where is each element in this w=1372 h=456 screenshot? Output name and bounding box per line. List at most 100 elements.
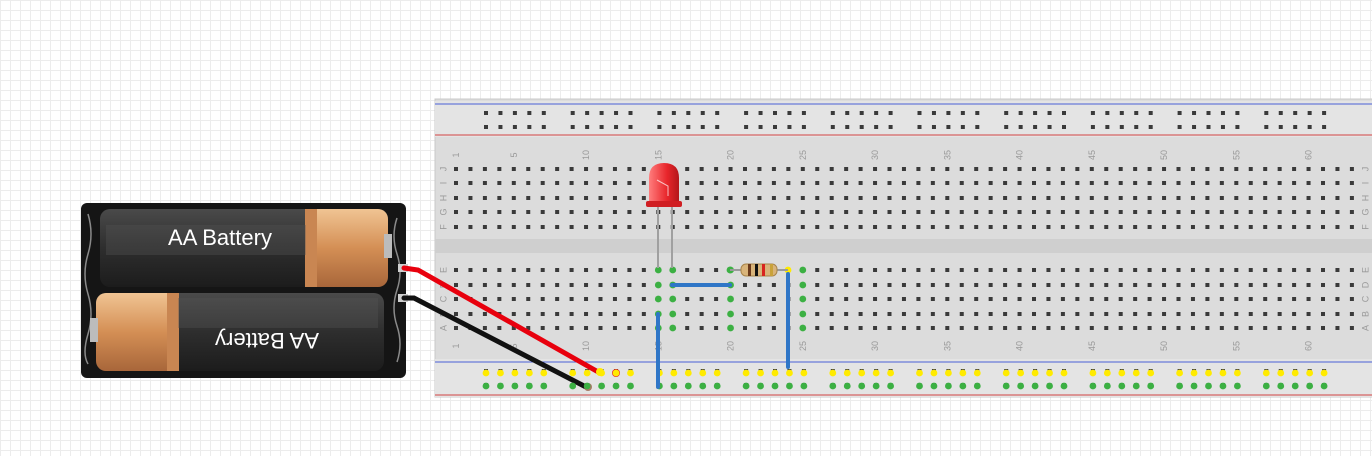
- breadboard-hole: [1176, 297, 1181, 301]
- breadboard-hole: [1032, 326, 1036, 330]
- breadboard-hole: [569, 283, 574, 287]
- column-number: 35: [942, 341, 952, 351]
- breadboard-hole: [468, 225, 473, 229]
- rail-hole-connected: [1046, 382, 1053, 390]
- breadboard-hole: [1046, 283, 1051, 287]
- rail-hole-connected: [699, 382, 707, 390]
- breadboard-hole: [612, 225, 617, 229]
- breadboard-hole: [482, 312, 487, 316]
- breadboard-hole: [1089, 196, 1094, 200]
- breadboard-hole: [1104, 283, 1109, 287]
- breadboard-hole: [1118, 312, 1123, 316]
- breadboard-hole: [627, 297, 632, 301]
- rail-hole: [1105, 125, 1110, 129]
- breadboard-hole: [1335, 225, 1340, 229]
- breadboard-hole: [1060, 181, 1065, 185]
- breadboard-hole: [555, 268, 560, 272]
- breadboard-hole: [497, 181, 502, 185]
- breadboard-hole: [526, 283, 531, 287]
- positive-wire[interactable]: [401, 265, 603, 376]
- battery-top[interactable]: AA Battery: [100, 209, 392, 287]
- battery-holder[interactable]: AA Battery AA Battery: [81, 203, 408, 378]
- rail-hole: [931, 125, 936, 129]
- breadboard-hole: [959, 167, 964, 171]
- breadboard-hole: [526, 181, 531, 185]
- breadboard-hole: [1219, 297, 1224, 301]
- breadboard-hole: [1147, 167, 1152, 171]
- rail-hole-connected: [627, 382, 634, 390]
- breadboard-hole: [1032, 181, 1036, 185]
- breadboard-hole: [786, 181, 791, 185]
- breadboard[interactable]: 1155101015152020252530303535404045455050…: [434, 98, 1372, 398]
- rail-hole: [1307, 111, 1312, 115]
- breadboard-hole: [1133, 326, 1138, 330]
- breadboard-hole: [974, 283, 979, 287]
- breadboard-hole: [641, 196, 646, 200]
- breadboard-hole: [1032, 283, 1036, 287]
- rail-hole-connected: [973, 382, 981, 390]
- breadboard-hole: [699, 312, 704, 316]
- breadboard-hole: [858, 326, 863, 330]
- breadboard-hole: [1046, 210, 1051, 214]
- column-number: 60: [1304, 341, 1314, 351]
- breadboard-hole: [714, 268, 719, 272]
- breadboard-hole: [1075, 283, 1080, 287]
- breadboard-hole: [555, 181, 560, 185]
- negative-wire[interactable]: [401, 295, 589, 390]
- breadboard-hole: [1118, 297, 1123, 301]
- breadboard-hole: [829, 283, 834, 287]
- breadboard-hole: [815, 326, 820, 330]
- breadboard-hole: [873, 268, 878, 272]
- breadboard-hole: [1277, 210, 1282, 214]
- led[interactable]: [646, 163, 682, 268]
- breadboard-hole: [858, 181, 863, 185]
- breadboard-hole: [1162, 181, 1167, 185]
- breadboard-hole: [699, 210, 704, 214]
- column-number: 40: [1015, 150, 1025, 160]
- breadboard-hole: [1147, 326, 1152, 330]
- breadboard-hole: [584, 268, 589, 272]
- breadboard-hole: [584, 225, 589, 229]
- breadboard-hole: [930, 312, 935, 316]
- breadboard-hole: [1277, 196, 1282, 200]
- breadboard-hole: [1263, 283, 1268, 287]
- breadboard-hole: [627, 268, 632, 272]
- breadboard-hole: [1133, 312, 1138, 316]
- breadboard-hole: [1017, 312, 1022, 316]
- battery-bottom[interactable]: AA Battery: [90, 293, 384, 371]
- breadboard-hole: [1060, 326, 1065, 330]
- breadboard-hole: [873, 297, 878, 301]
- column-number: 30: [870, 341, 880, 351]
- breadboard-hole: [569, 181, 574, 185]
- breadboard-hole: [1248, 283, 1253, 287]
- rail-hole-connected: [800, 369, 808, 377]
- column-hole-connected: [669, 310, 677, 318]
- column-number: 5: [509, 152, 519, 157]
- breadboard-hole: [555, 326, 560, 330]
- rail-hole-connected: [1118, 382, 1126, 390]
- resistor[interactable]: [730, 263, 788, 277]
- breadboard-hole: [1306, 268, 1311, 272]
- rail-hole: [859, 111, 864, 115]
- breadboard-hole: [959, 196, 964, 200]
- breadboard-hole: [714, 297, 719, 301]
- row-letter: I: [438, 182, 448, 185]
- breadboard-hole: [1234, 326, 1239, 330]
- jumper-wires[interactable]: [656, 272, 790, 389]
- breadboard-hole: [916, 181, 921, 185]
- breadboard-hole: [1349, 297, 1354, 301]
- breadboard-hole: [1335, 181, 1340, 185]
- breadboard-hole: [974, 210, 979, 214]
- breadboard-hole: [1248, 268, 1253, 272]
- breadboard-hole: [1075, 326, 1080, 330]
- breadboard-hole: [844, 210, 849, 214]
- breadboard-hole: [1075, 268, 1080, 272]
- row-letter: A: [438, 325, 448, 331]
- breadboard-hole: [1003, 225, 1008, 229]
- breadboard-hole: [482, 167, 487, 171]
- breadboard-hole: [1190, 283, 1195, 287]
- breadboard-hole: [916, 268, 921, 272]
- rail-hole-connected: [829, 369, 837, 377]
- breadboard-hole: [1133, 225, 1138, 229]
- breadboard-hole: [569, 196, 574, 200]
